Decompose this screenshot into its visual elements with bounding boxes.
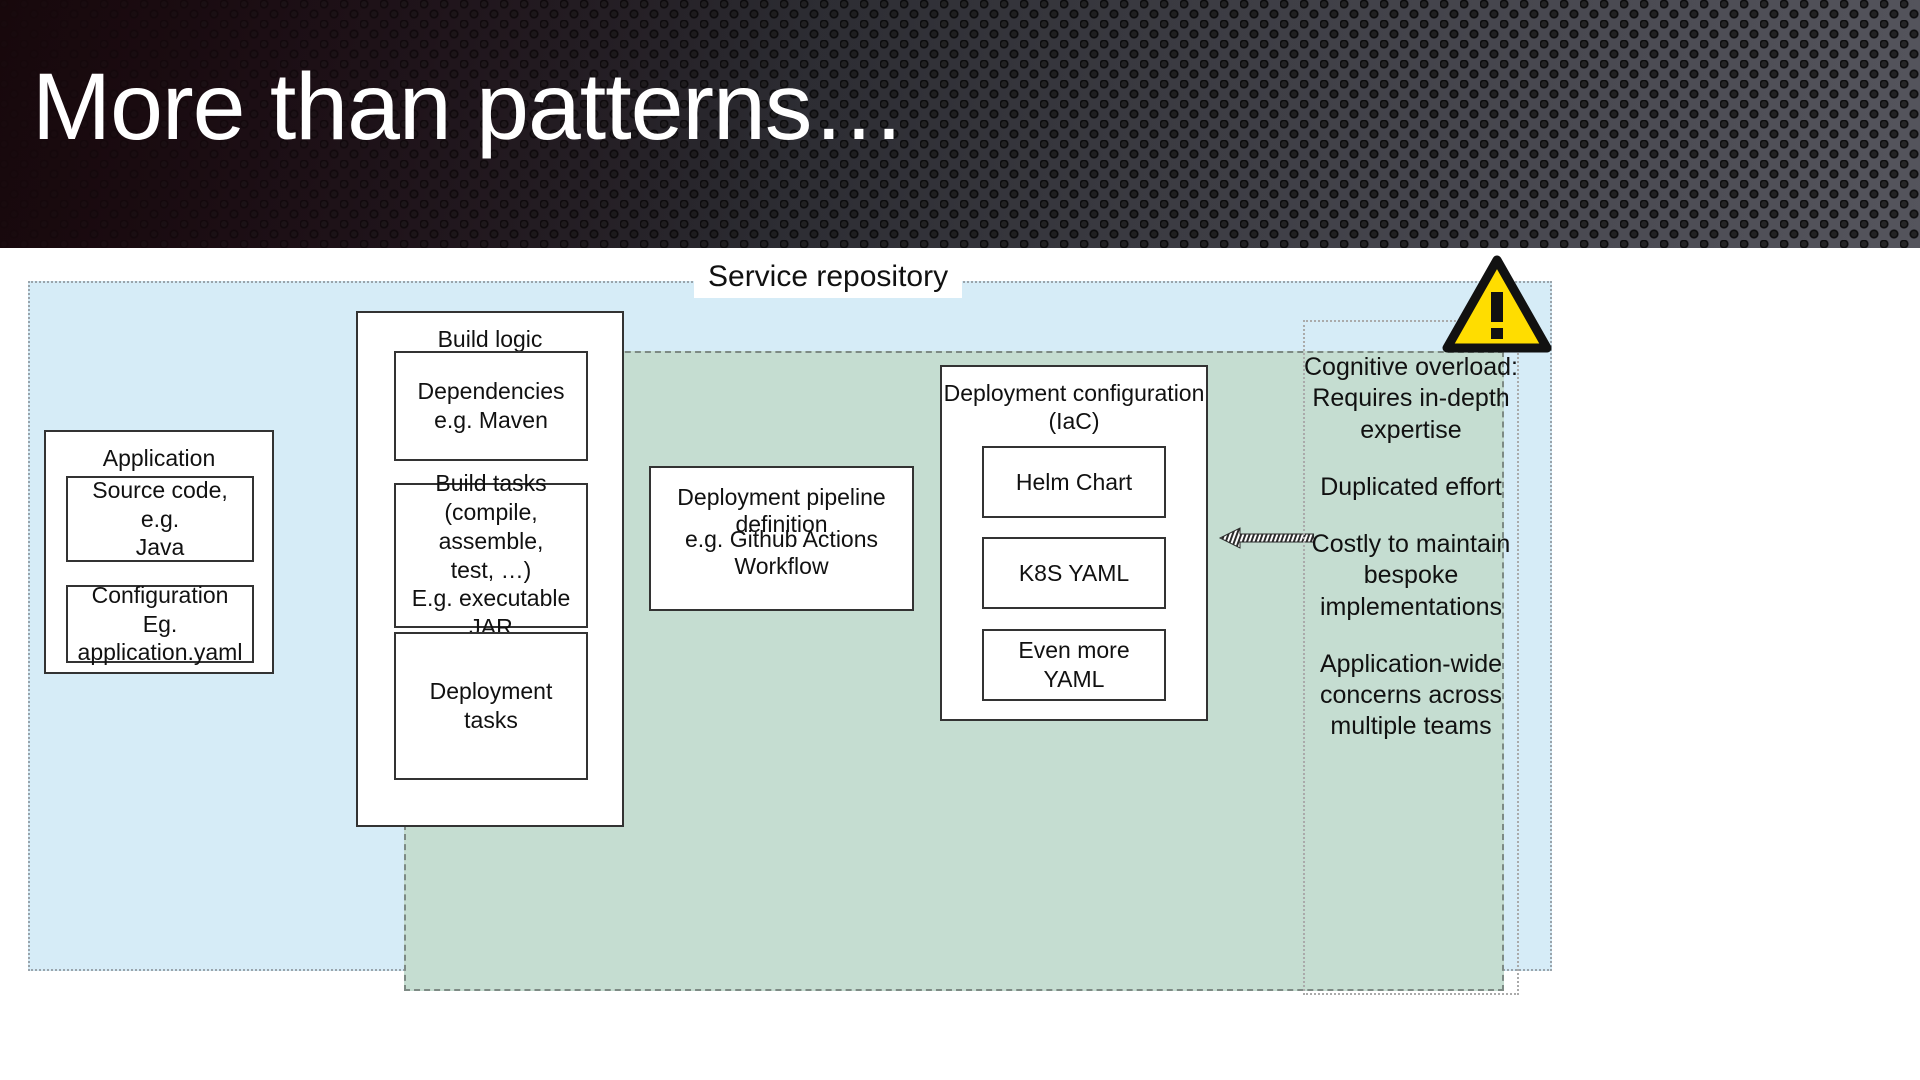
deployment-pipeline-definition-box: Deployment pipeline definition e.g. Gith… — [649, 466, 914, 611]
configuration-line-1: Configuration — [91, 581, 229, 608]
dependencies-line-2: e.g. Maven — [434, 407, 548, 433]
concerns-list: Cognitive overload: Requires in-depth ex… — [1303, 352, 1519, 769]
deployment-tasks-box: Deployment tasks — [394, 632, 588, 780]
build-logic-title: Build logic — [437, 326, 543, 352]
configuration-line-2: Eg. application.yaml — [77, 610, 243, 666]
dependencies-box: Dependencies e.g. Maven — [394, 351, 588, 461]
service-repository-label: Service repository — [694, 258, 963, 298]
source-code-line-2: Java — [135, 534, 185, 561]
application-title: Application — [102, 445, 216, 471]
source-code-line-1: Source code, e.g. — [92, 476, 228, 532]
source-code-box: Source code, e.g. Java — [66, 476, 254, 562]
build-tasks-box: Build tasks (compile, assemble, test, …)… — [394, 470, 588, 640]
dependencies-line-1: Dependencies — [417, 378, 565, 405]
slide-header-band: More than patterns… — [0, 0, 1920, 248]
pipeline-definition-example: e.g. Github Actions Workflow — [684, 526, 879, 579]
build-tasks-line-3: test, …) — [450, 556, 532, 583]
k8s-yaml-box: K8S YAML — [982, 537, 1166, 609]
concern-item: Cognitive overload: Requires in-depth ex… — [1303, 353, 1518, 444]
warning-triangle-icon — [1442, 255, 1552, 353]
build-tasks-line-2: (compile, assemble, — [438, 499, 544, 554]
architecture-diagram: Service repository Application Source co… — [0, 248, 1920, 1080]
concern-item: Duplicated effort — [1320, 472, 1502, 501]
configuration-box: Configuration Eg. application.yaml — [66, 581, 254, 666]
build-tasks-line-4: E.g. executable JAR — [411, 585, 571, 640]
deployment-configuration-title-line-2: (IaC) — [1048, 408, 1100, 435]
build-tasks-line-1: Build tasks — [435, 470, 547, 497]
deployment-tasks-label: Deployment tasks — [429, 678, 553, 733]
deployment-configuration-title: Deployment configuration (IaC) — [942, 367, 1206, 435]
pipeline-definition-title: Deployment pipeline definition — [677, 484, 886, 537]
page-title: More than patterns… — [32, 54, 906, 160]
concern-item: Application-wide concerns across multipl… — [1319, 649, 1503, 741]
concerns-panel — [1303, 320, 1519, 995]
connector-arrow-icon — [1218, 527, 1314, 549]
even-more-yaml-box: Even more YAML — [982, 629, 1166, 701]
helm-chart-box: Helm Chart — [982, 446, 1166, 518]
concern-item: Costly to maintain bespoke implementatio… — [1311, 530, 1511, 621]
deployment-configuration-title-line-1: Deployment configuration — [943, 380, 1205, 406]
